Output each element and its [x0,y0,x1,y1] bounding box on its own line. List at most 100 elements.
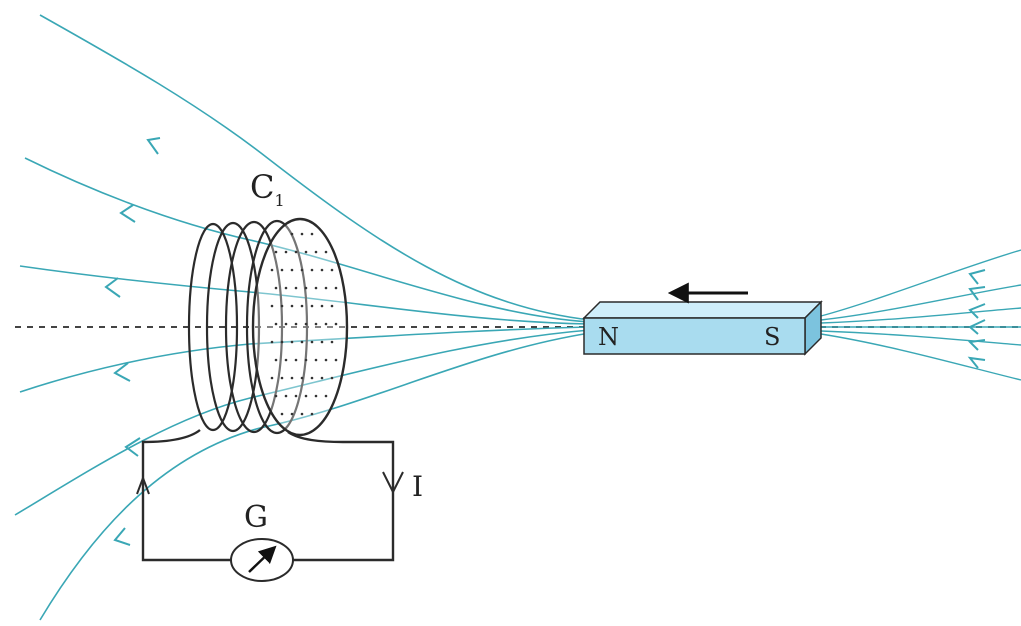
coil-dot [290,376,294,380]
coil-dot [270,340,274,344]
field-arrow-icon [967,339,986,351]
coil-dot [290,304,294,308]
field-arrow-icon [968,319,986,335]
lead-wire-right [287,430,395,562]
coil-dot [324,286,328,290]
coil [187,217,349,437]
coil-dot [304,322,308,326]
coil-dot [274,286,278,290]
coil-dot [274,322,278,326]
coil-dot [310,232,314,236]
field-line [820,284,1021,321]
field-arrow-icon [119,204,136,223]
coil-dot [320,340,324,344]
coil-turn [205,221,261,433]
coil-label-subscript: 1 [274,191,284,210]
coil-dot [294,322,298,326]
coil-turn [187,222,239,432]
coil-dot [320,268,324,272]
south-pole-label: S [764,323,780,351]
coil-dot [324,250,328,254]
coil-dot [330,304,334,308]
coil-dot [300,232,304,236]
field-line [820,330,1021,346]
current-arrow-down [382,471,404,495]
coil-dot [274,394,278,398]
field-arrow-icon [968,286,986,301]
coil-dot [290,232,294,236]
coil-dot [280,340,284,344]
coil-dot [290,268,294,272]
coil-dot [310,340,314,344]
coil-dot [330,340,334,344]
field-line [39,14,591,321]
coil-dot [284,286,288,290]
coil-dot [304,286,308,290]
field-lines-right [820,249,1021,381]
coil-dot [310,376,314,380]
coil-dot [284,322,288,326]
circuit [141,429,395,562]
coil-front-face [251,217,349,437]
field-line [820,333,1021,381]
coil-dot [270,268,274,272]
coil-dot [280,412,284,416]
coil-dot [310,268,314,272]
coil-dot [300,340,304,344]
coil-dot [294,394,298,398]
coil-label: C1 [250,168,285,210]
coil-dot [294,358,298,362]
coil-dot [294,286,298,290]
field-line-arrows [104,137,986,546]
coil-turn [224,220,284,434]
coil-dot [314,250,318,254]
coil-dot [284,394,288,398]
coil-dot [324,322,328,326]
field-line [19,265,591,325]
coil-dot [310,304,314,308]
galvanometer-needle-icon [248,545,277,573]
coil-dot [304,358,308,362]
coil-dot [300,412,304,416]
field-arrow-icon [968,269,986,285]
coil-dot [304,394,308,398]
coil-dot [280,268,284,272]
field-arrow-icon [124,437,141,457]
coil-dot [270,376,274,380]
field-line [39,332,591,621]
galvanometer-label: G [244,500,268,535]
coil-dot [274,358,278,362]
coil-face-dots [270,232,338,416]
coil-dot [314,394,318,398]
coil-turn [245,219,309,435]
field-line [820,307,1021,324]
coil-dot [330,268,334,272]
coil-dot [334,322,338,326]
coil-dot [280,304,284,308]
magnet-front-face [583,317,806,355]
lead-wire-left [141,429,232,562]
bar-magnet [582,300,823,356]
coil-dot [280,376,284,380]
coil-dot [324,394,328,398]
field-arrow-icon [146,137,161,155]
field-arrow-icon [113,362,131,382]
magnet-top-face [582,301,823,319]
current-arrow-up [136,475,150,495]
coil-dot [314,358,318,362]
coil-dot [290,340,294,344]
coil-dot [274,250,278,254]
field-arrow-icon [968,303,986,319]
coil-dot [310,412,314,416]
coil-dot [314,286,318,290]
north-pole-label: N [598,323,619,351]
coil-dot [304,250,308,254]
coil-dot [334,286,338,290]
coil-dot [320,304,324,308]
coil-dot [300,376,304,380]
coil-dot [334,358,338,362]
coil-dot [284,358,288,362]
coil-dot [324,358,328,362]
